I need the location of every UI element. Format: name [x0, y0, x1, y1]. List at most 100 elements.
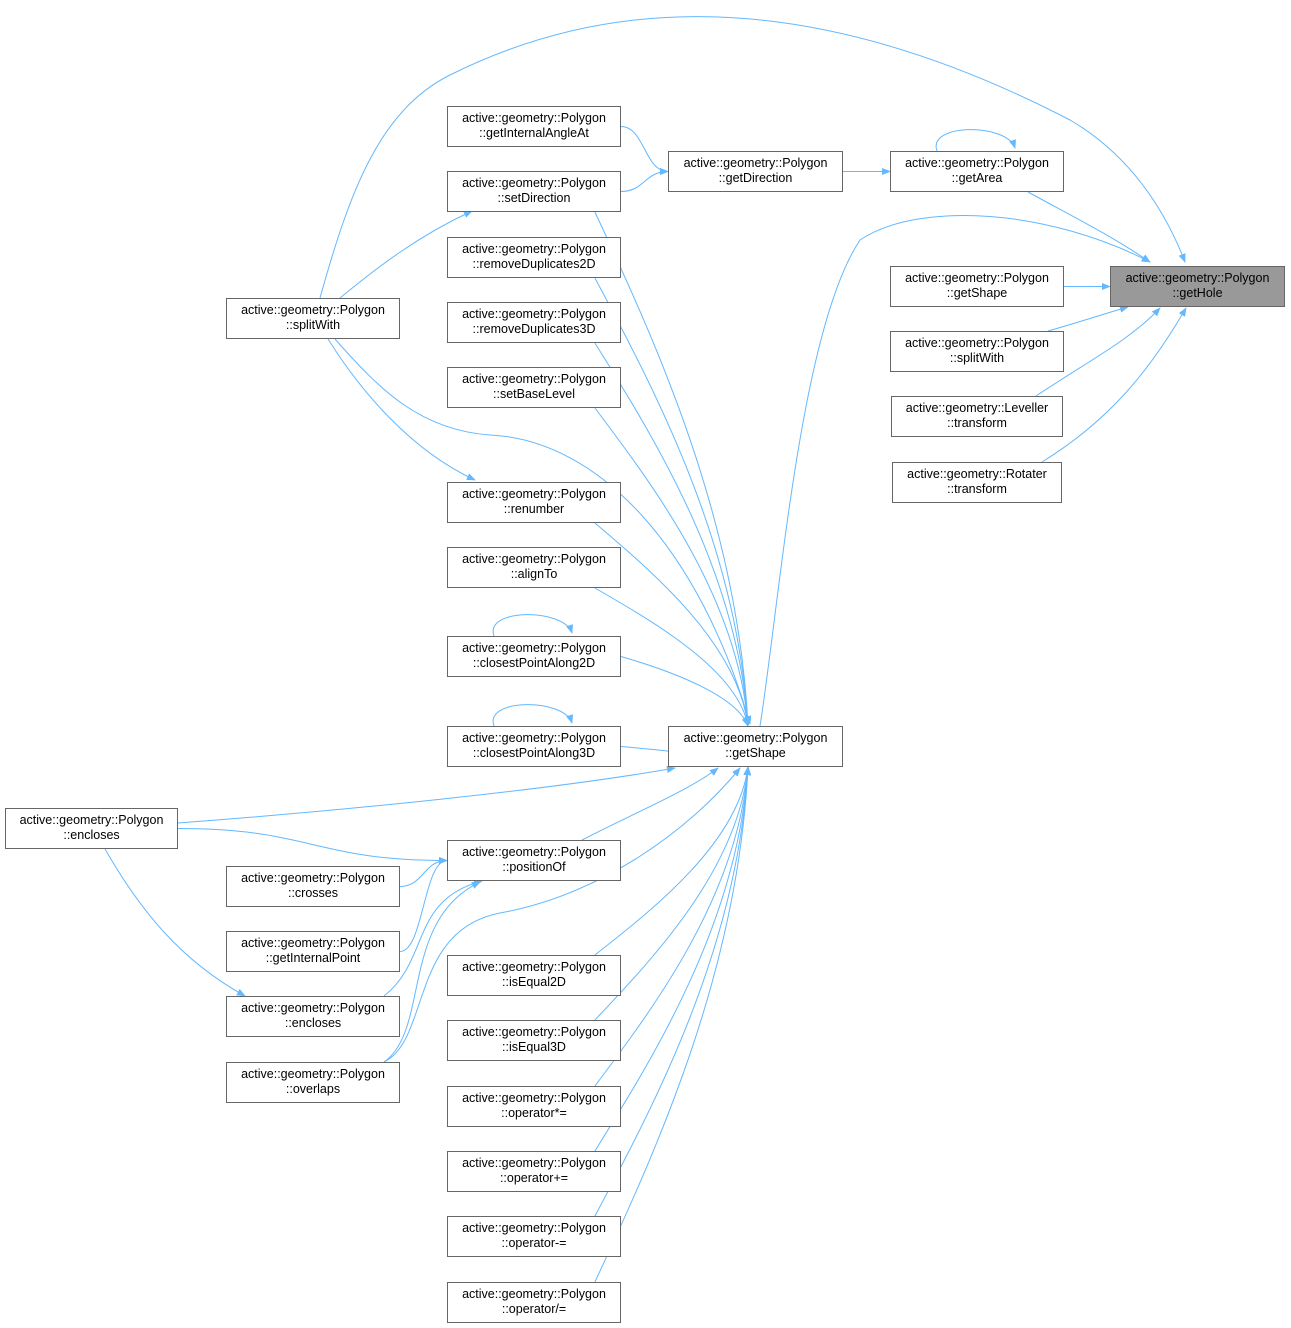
- node-crosses[interactable]: active::geometry::Polygon::crosses: [226, 866, 400, 907]
- node-namespace: active::geometry::Polygon: [683, 156, 828, 170]
- node-function: ::transform: [947, 482, 1007, 496]
- call-edge-setDirection-to-getDirection: [620, 167, 669, 192]
- node-get-shape-r[interactable]: active::geometry::Polygon::getShape: [890, 266, 1064, 307]
- call-edge-renumber-to-getShape: [594, 522, 751, 727]
- node-namespace: active::geometry::Polygon: [462, 731, 606, 745]
- call-edge-splitWithL-to-getHole: [319, 16, 1186, 299]
- node-position-of[interactable]: active::geometry::Polygon::positionOf: [447, 840, 621, 881]
- node-remove-dup3-d[interactable]: active::geometry::Polygon::removeDuplica…: [447, 302, 621, 343]
- node-is-equal2-d[interactable]: active::geometry::Polygon::isEqual2D: [447, 955, 621, 996]
- call-edge-getInternalPoint-to-positionOf: [399, 856, 448, 952]
- call-edge-alignTo-to-getShape: [594, 587, 751, 727]
- node-get-hole[interactable]: active::geometry::Polygon::getHole: [1110, 266, 1285, 307]
- call-edge-getShape-to-getHole: [759, 215, 1151, 727]
- call-edge-setBaseLevel-to-getShape: [594, 407, 751, 727]
- call-edge-closest2D-to-closest2D: [492, 614, 573, 637]
- node-encloses-l[interactable]: active::geometry::Polygon::encloses: [5, 808, 178, 849]
- node-function: ::setDirection: [497, 191, 571, 205]
- node-namespace: active::geometry::Polygon: [462, 960, 606, 974]
- call-edge-encloses-to-positionOf: [383, 879, 483, 997]
- node-get-internal-angle-at[interactable]: active::geometry::Polygon::getInternalAn…: [447, 106, 621, 147]
- node-namespace: active::geometry::Polygon: [462, 1287, 606, 1301]
- node-function: ::crosses: [287, 886, 338, 900]
- node-namespace: active::geometry::Polygon: [462, 1025, 606, 1039]
- node-function: ::renumber: [503, 502, 565, 516]
- node-namespace: active::geometry::Polygon: [462, 1221, 606, 1235]
- node-function: ::transform: [947, 416, 1007, 430]
- node-function: ::getInternalAngleAt: [479, 126, 589, 140]
- node-get-direction[interactable]: active::geometry::Polygon::getDirection: [668, 151, 843, 192]
- node-namespace: active::geometry::Polygon: [462, 111, 606, 125]
- node-namespace: active::geometry::Polygon: [462, 1156, 606, 1170]
- node-is-equal3-d[interactable]: active::geometry::Polygon::isEqual3D: [447, 1020, 621, 1061]
- node-function: ::getShape: [946, 286, 1008, 300]
- call-edge-enclosesL-to-positionOf: [177, 828, 448, 865]
- node-remove-dup2-d[interactable]: active::geometry::Polygon::removeDuplica…: [447, 237, 621, 278]
- node-namespace: active::geometry::Polygon: [241, 871, 385, 885]
- call-edge-closest3D-to-closest3D: [492, 704, 573, 727]
- node-function: ::encloses: [63, 828, 120, 842]
- node-leveller[interactable]: active::geometry::Leveller::transform: [891, 396, 1063, 437]
- call-edge-splitWithR-to-getHole: [1047, 305, 1129, 332]
- node-function: ::setBaseLevel: [493, 387, 575, 401]
- node-align-to[interactable]: active::geometry::Polygon::alignTo: [447, 547, 621, 588]
- call-edge-overlaps-to-getShape: [383, 767, 741, 1063]
- node-renumber[interactable]: active::geometry::Polygon::renumber: [447, 482, 621, 523]
- node-set-base-level[interactable]: active::geometry::Polygon::setBaseLevel: [447, 367, 621, 408]
- node-set-direction[interactable]: active::geometry::Polygon::setDirection: [447, 171, 621, 212]
- node-op-div[interactable]: active::geometry::Polygon::operator/=: [447, 1282, 621, 1323]
- node-function: ::operator-=: [501, 1236, 567, 1250]
- call-edge-splitWithL-to-setDirection: [339, 210, 473, 299]
- node-function: ::removeDuplicates2D: [472, 257, 596, 271]
- node-namespace: active::geometry::Polygon: [1125, 271, 1270, 285]
- node-function: ::operator*=: [501, 1106, 567, 1120]
- node-function: ::splitWith: [949, 351, 1005, 365]
- node-function: ::getArea: [951, 171, 1003, 185]
- node-namespace: active::geometry::Polygon: [462, 552, 606, 566]
- node-namespace: active::geometry::Polygon: [905, 271, 1049, 285]
- node-namespace: active::geometry::Polygon: [241, 936, 385, 950]
- node-split-with-l[interactable]: active::geometry::Polygon::splitWith: [226, 298, 400, 339]
- node-function: ::getInternalPoint: [265, 951, 361, 965]
- call-edge-positionOf-to-getShape: [581, 767, 719, 841]
- node-namespace: active::geometry::Polygon: [19, 813, 164, 827]
- node-get-internal-point[interactable]: active::geometry::Polygon::getInternalPo…: [226, 931, 400, 972]
- node-closest3-d[interactable]: active::geometry::Polygon::closestPointA…: [447, 726, 621, 767]
- node-op-mul[interactable]: active::geometry::Polygon::operator*=: [447, 1086, 621, 1127]
- call-edge-splitWithL-to-renumber: [327, 338, 476, 481]
- node-split-with-r[interactable]: active::geometry::Polygon::splitWith: [890, 331, 1064, 372]
- node-namespace: active::geometry::Polygon: [241, 1067, 385, 1081]
- node-function: ::closestPointAlong2D: [472, 656, 596, 670]
- call-edge-leveller-to-getHole: [1035, 307, 1161, 397]
- node-function: ::isEqual3D: [502, 1040, 566, 1054]
- node-namespace: active::geometry::Polygon: [462, 487, 606, 501]
- node-overlaps[interactable]: active::geometry::Polygon::overlaps: [226, 1062, 400, 1103]
- node-namespace: active::geometry::Polygon: [462, 242, 606, 256]
- node-get-shape[interactable]: active::geometry::Polygon::getShape: [668, 726, 843, 767]
- node-function: ::getHole: [1172, 286, 1223, 300]
- call-edge-enclosesL-to-encloses: [104, 848, 246, 997]
- call-edge-getInternalAngleAt-to-getDirection: [620, 126, 669, 176]
- node-function: ::operator+=: [499, 1171, 569, 1185]
- node-namespace: active::geometry::Leveller: [905, 401, 1049, 415]
- call-edge-splitWithL-to-getShape: [334, 338, 752, 725]
- call-edge-enclosesL-to-getShape: [177, 765, 676, 824]
- node-encloses[interactable]: active::geometry::Polygon::encloses: [226, 996, 400, 1037]
- node-closest2-d[interactable]: active::geometry::Polygon::closestPointA…: [447, 636, 621, 677]
- node-rotater[interactable]: active::geometry::Rotater::transform: [892, 462, 1062, 503]
- node-namespace: active::geometry::Polygon: [683, 731, 828, 745]
- node-namespace: active::geometry::Polygon: [462, 307, 606, 321]
- node-function: ::positionOf: [502, 860, 566, 874]
- node-namespace: active::geometry::Rotater: [907, 467, 1047, 481]
- call-edge-closest2D-to-getShape: [620, 656, 749, 727]
- node-op-add[interactable]: active::geometry::Polygon::operator+=: [447, 1151, 621, 1192]
- call-edge-isEqual2D-to-getShape: [594, 766, 751, 956]
- node-namespace: active::geometry::Polygon: [462, 176, 606, 190]
- node-namespace: active::geometry::Polygon: [462, 372, 606, 386]
- call-edge-getArea-to-getHole: [1027, 191, 1151, 263]
- node-function: ::splitWith: [285, 318, 341, 332]
- node-function: ::removeDuplicates3D: [472, 322, 596, 336]
- node-get-area[interactable]: active::geometry::Polygon::getArea: [890, 151, 1064, 192]
- node-op-sub[interactable]: active::geometry::Polygon::operator-=: [447, 1216, 621, 1257]
